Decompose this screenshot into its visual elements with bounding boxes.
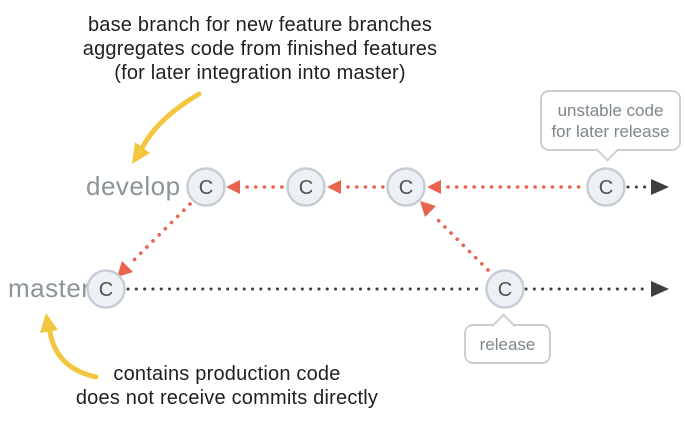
red-arrowhead-icon bbox=[427, 180, 441, 194]
commit-letter: C bbox=[299, 177, 313, 199]
master-branch-label: master bbox=[8, 273, 91, 303]
red-arrowhead-icon bbox=[117, 261, 133, 277]
yellow-arrow-shaft bbox=[139, 91, 202, 151]
commit-letter: C bbox=[599, 177, 613, 199]
commit-node: C bbox=[286, 167, 326, 207]
dark-arrowhead-icon bbox=[651, 281, 669, 297]
commit-circle bbox=[186, 167, 226, 207]
commit-circle bbox=[485, 269, 525, 309]
yellow-arrow-to-develop bbox=[132, 91, 202, 164]
commit-node: C bbox=[386, 167, 426, 207]
commit-node: C bbox=[186, 167, 226, 207]
yellow-arrowhead-icon bbox=[40, 313, 58, 333]
develop-branch-label: develop bbox=[86, 171, 181, 201]
red-arrowhead-icon bbox=[327, 180, 341, 194]
merge-develop-to-master bbox=[117, 202, 192, 277]
commit-letter: C bbox=[199, 177, 213, 199]
commit-letter: C bbox=[498, 279, 512, 301]
master-branch-line bbox=[126, 281, 669, 297]
red-arrowhead-icon bbox=[420, 201, 436, 217]
yellow-arrowhead-icon bbox=[132, 142, 150, 164]
release-callout: release bbox=[464, 313, 551, 364]
unstable-code-callout: unstable code for later release bbox=[540, 90, 681, 162]
commit-circle bbox=[586, 167, 626, 207]
develop-commits: C C C C bbox=[186, 167, 626, 207]
merge-master-to-develop bbox=[420, 201, 490, 272]
yellow-arrow-shaft bbox=[47, 329, 99, 380]
commit-circle bbox=[286, 167, 326, 207]
commit-node: C bbox=[485, 269, 525, 309]
commit-circle bbox=[386, 167, 426, 207]
commit-circle bbox=[86, 269, 126, 309]
commit-node: C bbox=[86, 269, 126, 309]
merge-dotted-segment bbox=[435, 217, 490, 272]
commit-node: C bbox=[586, 167, 626, 207]
commit-letter: C bbox=[99, 279, 113, 301]
unstable-code-callout-text: unstable code for later release bbox=[551, 100, 670, 141]
master-branch-note: contains production code does not receiv… bbox=[75, 363, 379, 409]
merge-dotted-segment bbox=[131, 202, 192, 263]
master-commits: C C bbox=[86, 269, 525, 309]
commit-letter: C bbox=[399, 177, 413, 199]
develop-branch-line bbox=[226, 179, 669, 195]
yellow-arrow-to-master bbox=[40, 313, 99, 380]
release-callout-text: release bbox=[479, 334, 536, 354]
dark-arrowhead-icon bbox=[651, 179, 669, 195]
red-arrowhead-icon bbox=[226, 180, 240, 194]
develop-branch-note: base branch for new feature branches agg… bbox=[82, 14, 438, 84]
